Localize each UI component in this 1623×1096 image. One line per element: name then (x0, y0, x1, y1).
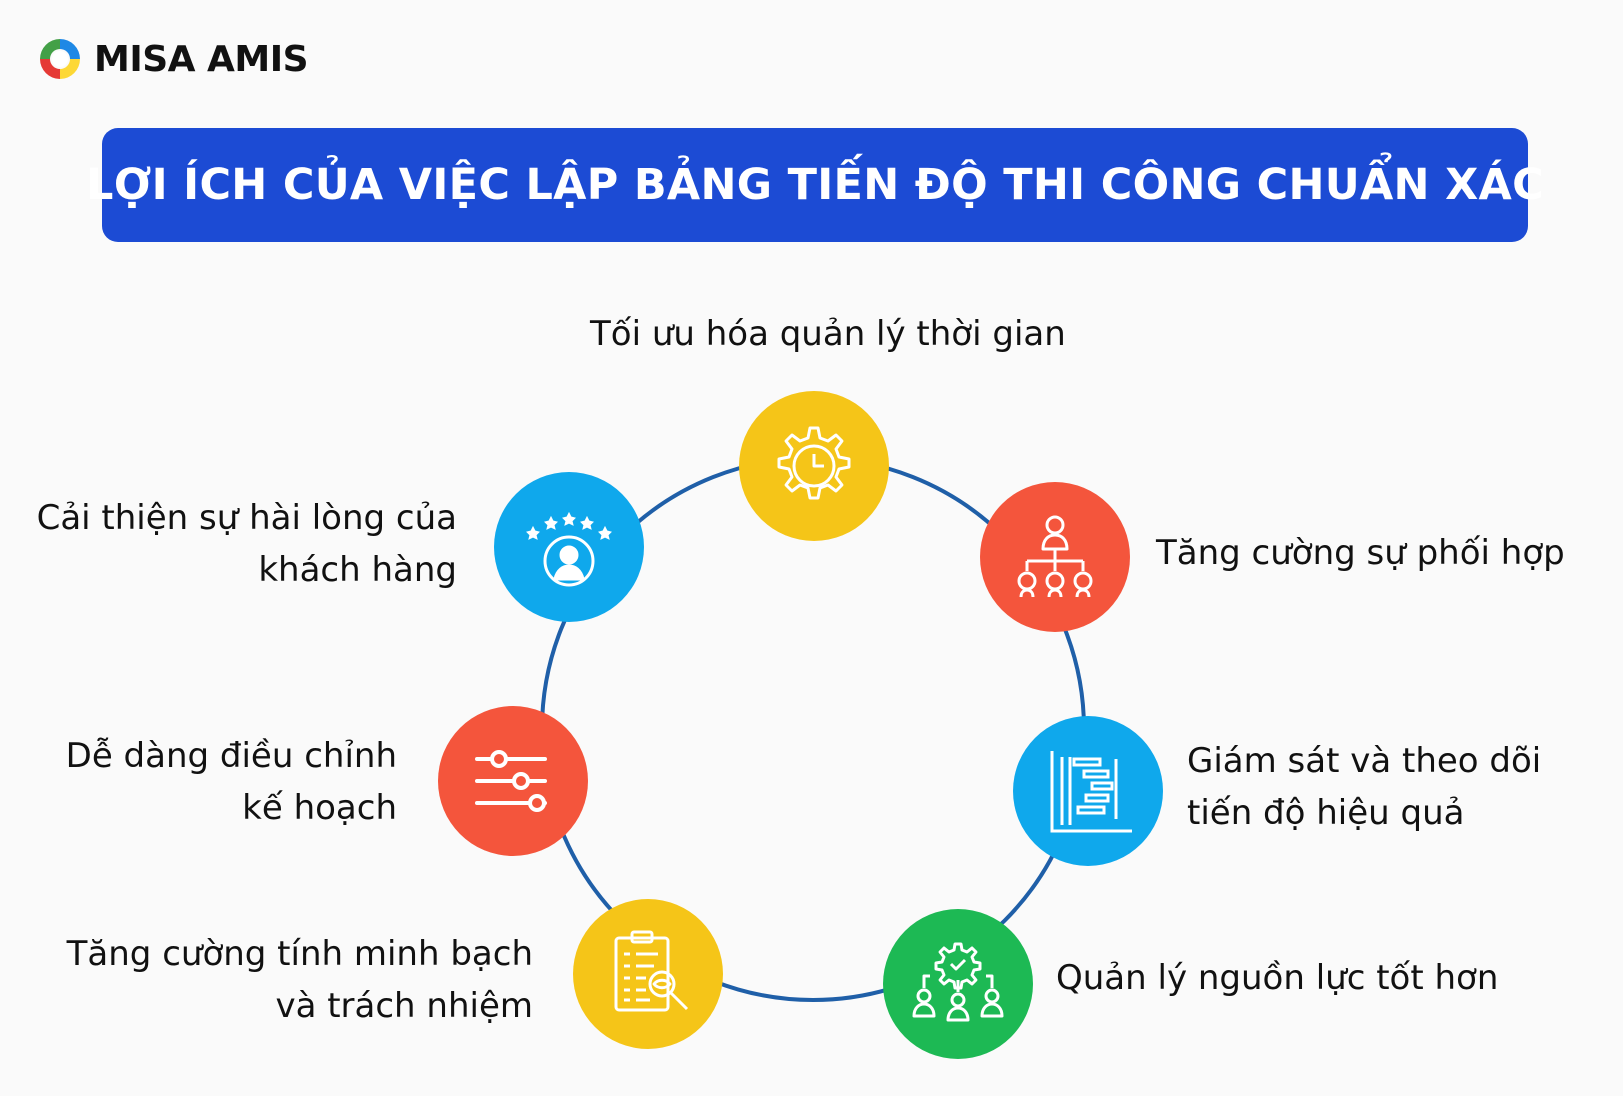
benefit-label-monitoring: Giám sát và theo dõi tiến độ hiệu quả (1187, 741, 1542, 833)
benefit-label-transparency: Tăng cường tính minh bạch và trách nhiệm (66, 934, 533, 1026)
brand-logo: MISA AMIS (36, 32, 309, 86)
benefit-node-monitoring (1013, 716, 1163, 866)
benefit-label-adjust: Dễ dàng điều chỉnh kế hoạch (65, 736, 397, 828)
team-gear-icon (912, 942, 1004, 1022)
org-chart-icon (1017, 515, 1093, 598)
benefit-node-satisfaction (494, 472, 644, 622)
page-title: LỢI ÍCH CỦA VIỆC LẬP BẢNG TIẾN ĐỘ THI CÔ… (86, 160, 1544, 210)
benefit-node-transparency (573, 899, 723, 1049)
benefit-label-time: Tối ưu hóa quản lý thời gian (590, 314, 1066, 354)
misa-logo-icon (40, 39, 80, 79)
benefit-node-coordination (980, 482, 1130, 632)
logo-text: MISA AMIS (94, 38, 309, 80)
benefit-label-resources: Quản lý nguồn lực tốt hơn (1056, 958, 1499, 998)
benefit-node-adjust (438, 706, 588, 856)
benefit-node-resources (883, 909, 1033, 1059)
customer-rating-icon (526, 511, 612, 587)
benefit-label-coordination: Tăng cường sự phối hợp (1156, 533, 1565, 573)
clock-gear-icon (777, 426, 851, 500)
checklist-search-icon (614, 930, 689, 1012)
title-banner: LỢI ÍCH CỦA VIỆC LẬP BẢNG TIẾN ĐỘ THI CÔ… (86, 128, 1544, 242)
benefit-label-satisfaction: Cải thiện sự hài lòng của khách hàng (36, 498, 457, 590)
sliders-icon (475, 750, 547, 812)
gantt-chart-icon (1050, 751, 1132, 833)
benefit-node-time (739, 391, 889, 541)
